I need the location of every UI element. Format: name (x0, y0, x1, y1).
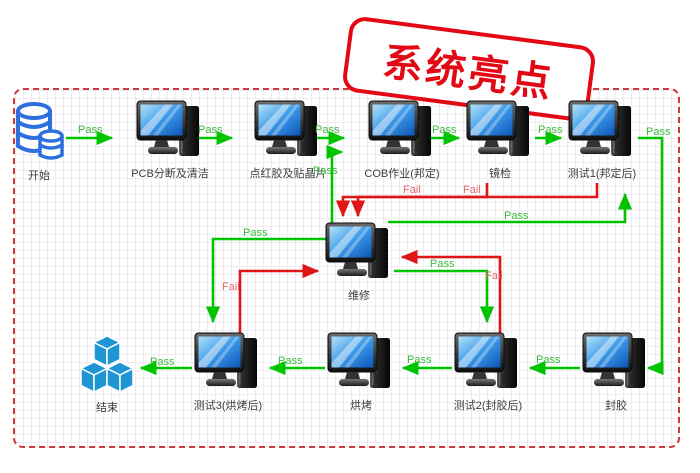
edge-label-pass: Pass (536, 354, 561, 366)
node-label: 烘烤 (350, 400, 372, 412)
stamp-text: 系统亮点 (380, 39, 557, 107)
node-label: 镜检 (489, 168, 511, 180)
node-label: PCB分断及清洁 (131, 168, 209, 180)
node-label: 测试2(封胶后) (453, 400, 523, 412)
computer-icon (582, 332, 646, 389)
node-label: 维修 (348, 290, 370, 302)
edge-label-pass: Pass (432, 124, 457, 136)
edge-label-fail: Fail (485, 270, 503, 282)
computer-icon (325, 222, 389, 279)
node-bake: 烘烤 (311, 332, 411, 413)
edge-label-pass: Pass (538, 124, 563, 136)
database-icon (16, 102, 64, 161)
edge-label-pass: Pass (430, 258, 455, 270)
edge-label-pass: Pass (504, 210, 529, 222)
node-pcb-clean: PCB分断及清洁 (120, 100, 220, 181)
node-inspect: 镜检 (465, 100, 535, 181)
cubes-icon (80, 334, 134, 396)
computer-icon (136, 100, 200, 157)
computer-icon (327, 332, 391, 389)
edge-label-fail: Fail (403, 184, 421, 196)
node-test2: 测试2(封胶后) (438, 332, 538, 413)
node-label: 测试3(烘烤后) (193, 400, 263, 412)
computer-icon (454, 332, 518, 389)
node-cob: COB作业(邦定) (352, 100, 452, 181)
node-label: 封胶 (605, 400, 627, 412)
node-seal: 封胶 (566, 332, 666, 413)
edge-label-pass: Pass (198, 124, 223, 136)
computer-icon (568, 100, 632, 157)
edge-label-fail: Fail (463, 184, 481, 196)
node-end: 结束 (72, 334, 142, 415)
node-label: 点红胶及贴晶片 (249, 168, 327, 180)
edge-label-pass: Pass (278, 355, 303, 367)
node-label: 开始 (28, 170, 50, 182)
computer-icon (254, 100, 318, 157)
node-label: 测试1(邦定后) (567, 168, 637, 180)
edge-label-pass: Pass (243, 227, 268, 239)
edge-label-pass: Pass (407, 354, 432, 366)
node-start: 开始 (4, 100, 74, 183)
edge-label-pass: Pass (315, 124, 340, 136)
edge-label-fail: Fail (222, 281, 240, 293)
edge-label-pass: Pass (646, 126, 671, 138)
node-label: 结束 (96, 402, 118, 414)
node-test1: 测试1(邦定后) (552, 100, 652, 181)
node-label: COB作业(邦定) (364, 168, 440, 180)
node-glue-chip: 点红胶及贴晶片 (238, 100, 338, 181)
node-test3: 测试3(烘烤后) (178, 332, 278, 413)
edge-label-pass: Pass (313, 165, 338, 177)
computer-icon (194, 332, 258, 389)
edge-label-pass: Pass (78, 124, 103, 136)
computer-icon (368, 100, 432, 157)
node-repair: 维修 (309, 222, 409, 303)
computer-icon (466, 100, 530, 157)
edge-label-pass: Pass (150, 356, 175, 368)
